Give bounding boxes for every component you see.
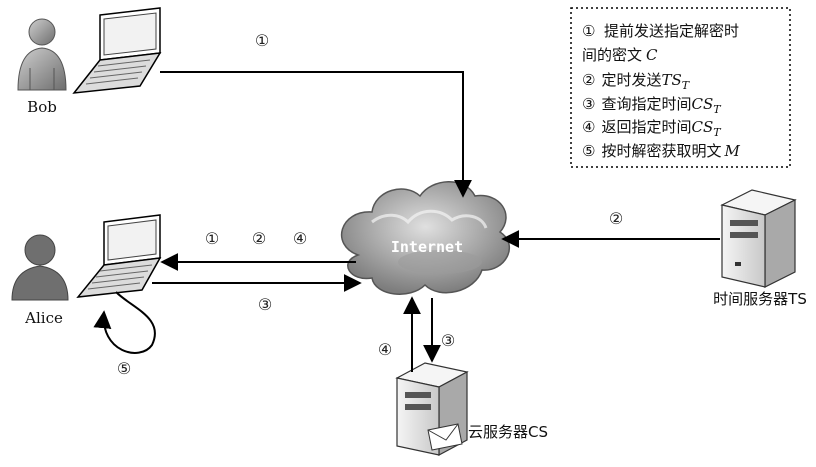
time-server-icon — [722, 190, 795, 287]
legend-math: CS — [691, 118, 713, 136]
cloud-server-label: 云服务器CS — [468, 423, 548, 441]
svg-text:⑤按时解密获取明文M: ⑤ 按时解密获取明文M — [582, 142, 740, 160]
legend-item-4: ④返回指定时间CST — [582, 118, 722, 139]
legend-text: 返回指定时间 — [601, 118, 691, 136]
legend-item-3: ③查询指定时间CST — [582, 95, 722, 116]
step-label-to-alice-4: ④ — [293, 229, 307, 248]
legend-text: 查询指定时间 — [601, 95, 691, 113]
arrow-alice-self-loop — [104, 292, 155, 353]
step-label-to-alice-1: ① — [205, 229, 219, 248]
legend-num: ③ — [582, 95, 595, 113]
legend-num: ① — [582, 22, 595, 40]
legend-math: TS — [661, 71, 681, 89]
legend-num: ④ — [582, 118, 595, 136]
bob-laptop-icon — [74, 8, 160, 93]
legend-num: ⑤ — [582, 142, 595, 160]
internet-label: Internet — [391, 238, 463, 256]
svg-text:④返回指定时间CST: ④返回指定时间CST — [582, 118, 722, 139]
step-label-to-alice-2: ② — [252, 229, 266, 248]
alice-label: Alice — [24, 309, 63, 327]
step-label-alice-out: ③ — [258, 295, 272, 314]
legend-math: M — [723, 142, 740, 160]
step-label-ts: ② — [609, 209, 623, 228]
bob-person-icon — [18, 19, 66, 90]
step-label-bob: ① — [255, 31, 269, 50]
alice-person-icon — [12, 235, 68, 300]
svg-text:③查询指定时间CST: ③查询指定时间CST — [582, 95, 722, 116]
arrow-bob-to-internet — [160, 72, 463, 196]
legend-math: CS — [691, 95, 713, 113]
legend-math: C — [646, 46, 658, 64]
legend-text: 提前发送指定解密时 — [604, 22, 739, 40]
alice-laptop-icon — [78, 215, 160, 297]
legend-text: 按时解密获取明文 — [601, 142, 721, 160]
cloud-server-icon — [397, 363, 467, 455]
step-label-cs-down: ③ — [441, 331, 455, 350]
legend-text: 定时发送 — [601, 71, 661, 89]
time-server-label: 时间服务器TS — [713, 290, 807, 308]
bob-label: Bob — [27, 98, 57, 116]
step-label-cs-up: ④ — [378, 340, 392, 359]
svg-text:间的密文C: 间的密文C — [582, 46, 658, 64]
step-label-self-loop: ⑤ — [117, 359, 131, 378]
legend-num: ② — [582, 71, 595, 89]
legend-text-cont: 间的密文 — [582, 46, 642, 64]
legend-item-5: ⑤ 按时解密获取明文M — [582, 142, 740, 160]
